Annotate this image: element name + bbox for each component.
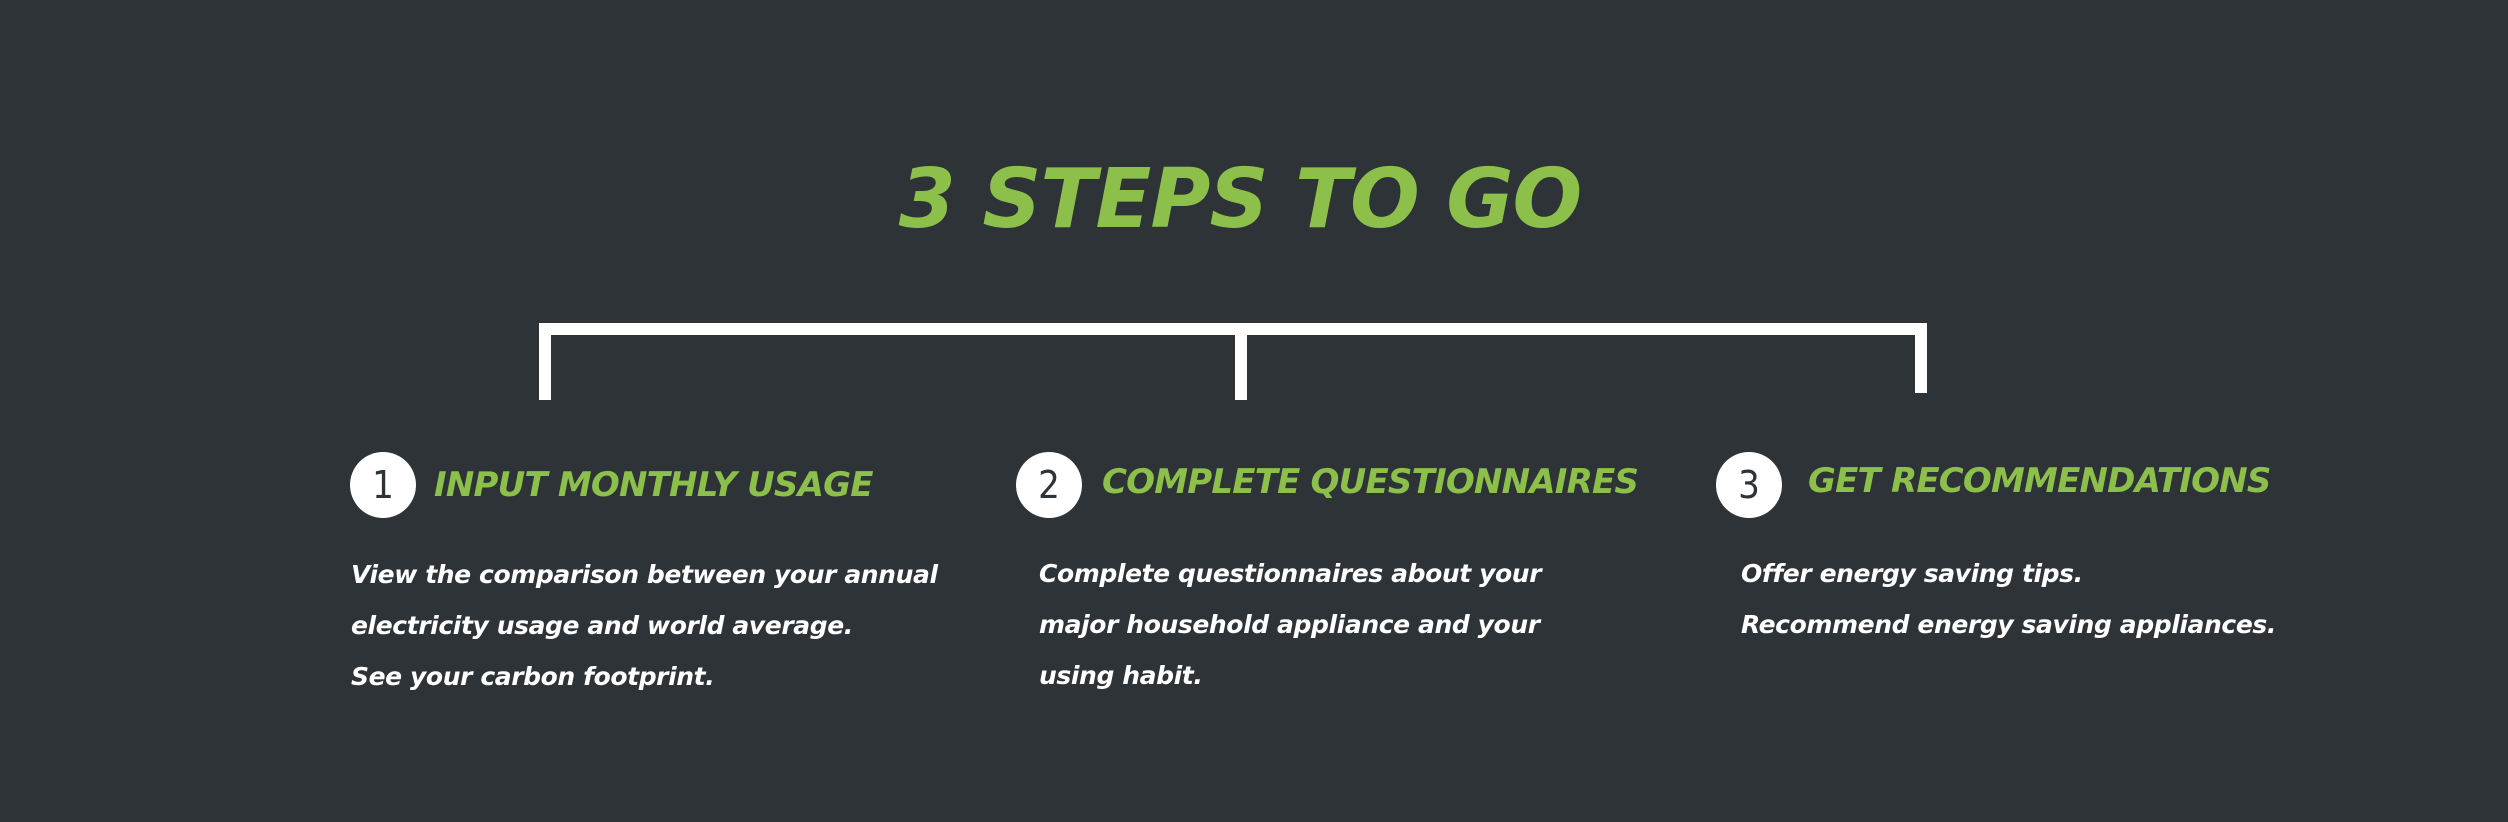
step-number-badge: 1: [350, 452, 416, 518]
step-number-badge: 3: [1716, 452, 1782, 518]
step-description-line: See your carbon footprint.: [351, 662, 715, 691]
step-description-line: major household appliance and your: [1039, 610, 1540, 639]
step-title: GET RECOMMENDATIONS: [1808, 461, 2271, 501]
step-title: COMPLETE QUESTIONNAIRES: [1102, 462, 1639, 502]
step-description-line: View the comparison between your annual: [351, 560, 938, 589]
step-description: Complete questionnaires about your major…: [1039, 548, 1542, 701]
step-description: Offer energy saving tips. Recommend ener…: [1741, 548, 2276, 650]
step-description-line: Offer energy saving tips.: [1741, 559, 2083, 588]
step-description-line: electricity usage and world average.: [351, 611, 853, 640]
step-description: View the comparison between your annual …: [351, 549, 938, 702]
step-description-line: using habit.: [1039, 661, 1203, 690]
step-title: INPUT MONTHLY USAGE: [434, 465, 873, 505]
step-number-badge: 2: [1016, 452, 1082, 518]
bracket-horizontal-line: [539, 323, 1927, 400]
page-title: 3 STEPS TO GO: [898, 152, 1583, 247]
step-description-line: Recommend energy saving appliances.: [1741, 610, 2276, 639]
step-description-line: Complete questionnaires about your: [1039, 559, 1542, 588]
